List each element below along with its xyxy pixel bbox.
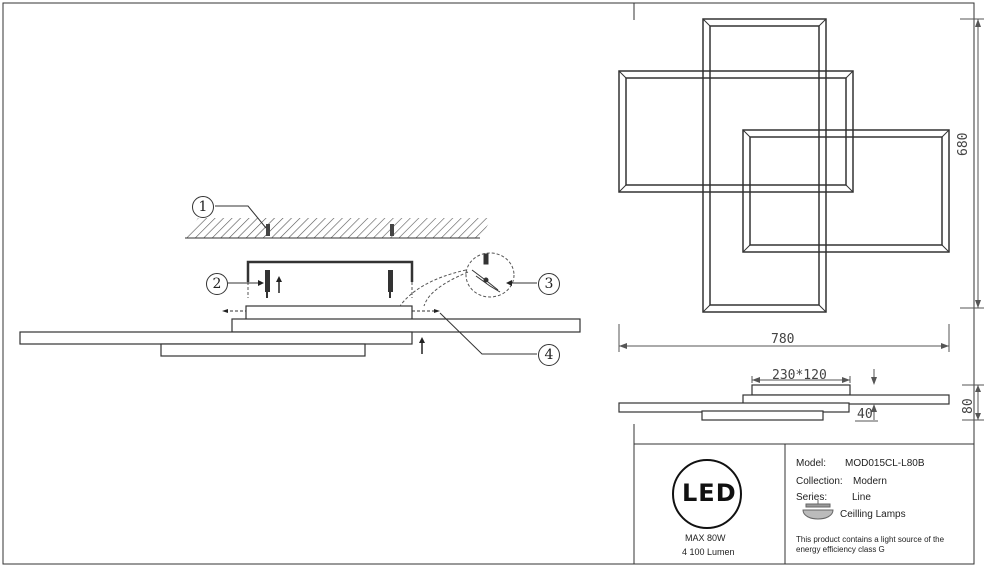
installation-view bbox=[19, 205, 581, 357]
led-logo-text: LED bbox=[682, 479, 737, 507]
sheet-border bbox=[2, 2, 975, 565]
depth-panel-dimension: 40 bbox=[857, 407, 873, 422]
panel-middle bbox=[19, 331, 413, 345]
collection-label: Collection: bbox=[796, 476, 843, 487]
callout-1: 1 bbox=[192, 196, 214, 218]
leader-4 bbox=[439, 312, 537, 355]
series-label: Series: bbox=[796, 492, 828, 503]
callout-4: 4 bbox=[538, 344, 560, 366]
arrow-up-icon bbox=[276, 276, 425, 354]
detail-circle bbox=[465, 252, 515, 298]
panel-upper bbox=[231, 318, 581, 333]
collection-value: Modern bbox=[853, 476, 887, 487]
led-logo-icon bbox=[672, 459, 742, 529]
screw-icon bbox=[265, 270, 393, 298]
canopy bbox=[245, 305, 413, 321]
energy-note-line1: This product contains a light source of … bbox=[796, 535, 945, 544]
callout-2: 2 bbox=[206, 273, 228, 295]
ceiling-hatch bbox=[185, 218, 492, 238]
model-value: MOD015CL-L80B bbox=[845, 458, 925, 469]
top-view bbox=[618, 18, 950, 313]
screw-icon bbox=[266, 224, 394, 236]
ceiling-lamp-icon bbox=[802, 500, 834, 520]
model-label: Model: bbox=[796, 458, 827, 469]
title-block bbox=[633, 424, 974, 564]
side-dimension-lines bbox=[751, 369, 984, 422]
wiring-detail bbox=[471, 253, 501, 293]
energy-note-line2: energy efficiency class G bbox=[796, 545, 885, 554]
product-type: Ceilling Lamps bbox=[840, 509, 906, 520]
detail-leader bbox=[399, 269, 467, 307]
lumen-rating: 4 100 Lumen bbox=[682, 547, 735, 557]
callout-3: 3 bbox=[538, 273, 560, 295]
canopy-dimension: 230*120 bbox=[772, 368, 827, 383]
side-view bbox=[618, 384, 950, 421]
depth-total-dimension: 80 bbox=[961, 398, 976, 414]
panel-lower bbox=[160, 343, 366, 357]
series-value: Line bbox=[852, 492, 871, 503]
width-dimension: 780 bbox=[771, 332, 795, 347]
height-dimension: 680 bbox=[956, 132, 971, 156]
power-rating: MAX 80W bbox=[685, 533, 726, 543]
dimension-lines bbox=[618, 18, 984, 352]
mounting-bracket bbox=[246, 260, 414, 282]
leader-1 bbox=[215, 205, 267, 229]
